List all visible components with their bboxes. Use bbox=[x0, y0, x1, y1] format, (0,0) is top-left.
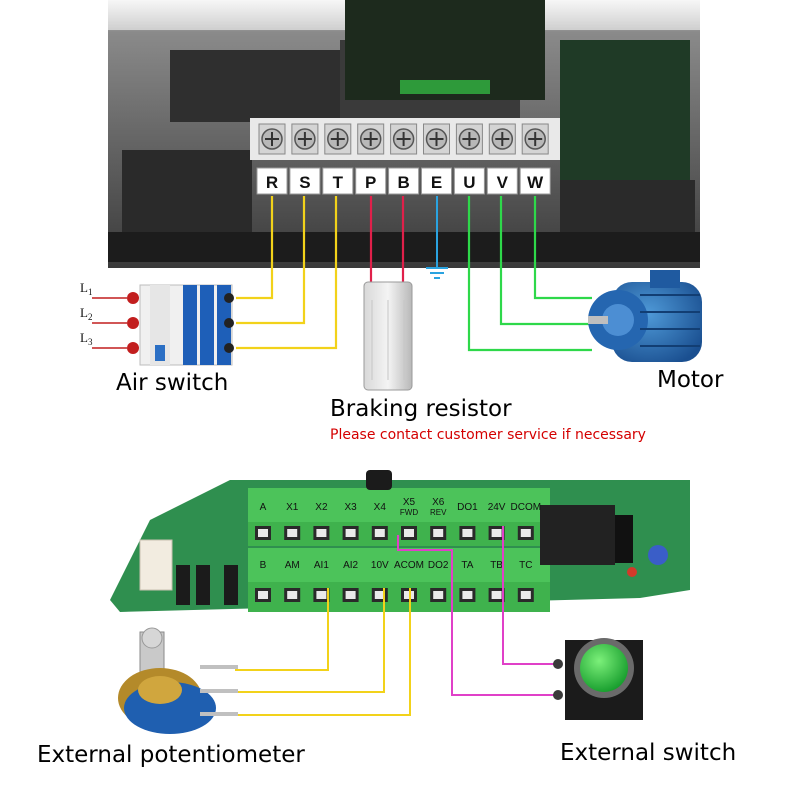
power-label-box-r bbox=[256, 167, 288, 195]
power-label-box-t bbox=[322, 167, 354, 195]
control-top-screw-do1 bbox=[459, 526, 476, 540]
control-top-label-x6: X6 bbox=[432, 497, 445, 508]
control-top-screw-x5 bbox=[401, 526, 417, 540]
motor-label: Motor bbox=[657, 367, 724, 393]
control-top-screw-a bbox=[255, 526, 271, 540]
control-bottom-label-ta: TA bbox=[461, 560, 473, 571]
control-bottom-label-10v: 10V bbox=[371, 560, 389, 571]
control-bottom-label-acom: ACOM bbox=[394, 560, 424, 571]
supply-line-l3: L3 bbox=[80, 330, 93, 347]
control-bottom-screw-tc bbox=[517, 588, 534, 602]
power-label-box-p bbox=[355, 167, 387, 195]
control-bottom-label-tb: TB bbox=[490, 560, 503, 571]
power-label-box-u bbox=[453, 167, 485, 195]
control-bottom-screw-10v bbox=[371, 588, 388, 602]
power-terminal-v: V bbox=[497, 173, 509, 192]
potentiometer-wires bbox=[235, 588, 411, 716]
control-top-label-dcom: DCOM bbox=[511, 502, 542, 513]
external-switch-device bbox=[553, 638, 643, 720]
control-top-label-x1: X1 bbox=[286, 502, 299, 513]
switch-wires bbox=[397, 526, 555, 696]
power-screw-e bbox=[423, 123, 450, 155]
control-top-screw-x2 bbox=[313, 526, 330, 540]
control-bottom-screw-b bbox=[255, 588, 271, 602]
control-bottom-screw-ta bbox=[459, 588, 476, 602]
control-bottom-screws bbox=[255, 588, 534, 602]
power-screw-p bbox=[357, 123, 385, 155]
power-screw-r bbox=[258, 123, 286, 155]
control-top-label-x3: X3 bbox=[344, 502, 357, 513]
control-bottom-labels: B AM AI1 AI2 10V ACOM DO2 TA TB TC bbox=[260, 560, 533, 571]
ground-wire bbox=[426, 196, 448, 279]
control-bottom-screw-do2 bbox=[430, 588, 447, 602]
potentiometer-device bbox=[118, 627, 238, 734]
control-bottom-label-ai2: AI2 bbox=[343, 560, 358, 571]
power-terminal-u: U bbox=[463, 173, 475, 192]
power-terminal-t: T bbox=[333, 173, 344, 192]
inverter-housing bbox=[108, 0, 700, 268]
control-top-screw-x4 bbox=[371, 526, 388, 540]
air-switch-device bbox=[92, 284, 234, 366]
control-top-label-x5: X5 bbox=[403, 497, 416, 508]
power-screw-b bbox=[390, 123, 418, 155]
air-switch-label: Air switch bbox=[116, 370, 229, 396]
supply-line-l2: L2 bbox=[80, 305, 92, 322]
power-terminal-e: E bbox=[431, 173, 442, 192]
control-bottom-label-am: AM bbox=[285, 560, 300, 571]
control-top-screw-x3 bbox=[342, 526, 359, 540]
control-bottom-label-b: B bbox=[260, 560, 267, 571]
power-label-box-s bbox=[289, 167, 321, 195]
power-label-box-e bbox=[421, 167, 452, 195]
control-bottom-screw-am bbox=[284, 588, 301, 602]
power-screw-t bbox=[324, 123, 352, 155]
power-terminal-r: R bbox=[266, 173, 278, 192]
control-top-label-a: A bbox=[260, 502, 267, 513]
braking-resistor-label: Braking resistor bbox=[330, 396, 512, 422]
supply-line-labels: L1 L2 L3 bbox=[80, 280, 93, 347]
control-bottom-label-ai1: AI1 bbox=[314, 560, 329, 571]
power-screw-u bbox=[455, 123, 483, 155]
control-bottom-screw-tb bbox=[488, 588, 505, 602]
control-top-label-x4: X4 bbox=[374, 502, 387, 513]
control-top-screw-dcom bbox=[517, 526, 534, 540]
power-screw-s bbox=[291, 123, 319, 155]
power-label-box-w bbox=[519, 167, 551, 195]
power-label-box-b bbox=[388, 167, 420, 195]
control-top-screw-x1 bbox=[284, 526, 301, 540]
power-screw-w bbox=[521, 123, 549, 155]
control-top-screw-x6 bbox=[430, 526, 447, 540]
power-terminal-s: S bbox=[299, 173, 310, 192]
power-terminal-b: B bbox=[397, 173, 409, 192]
control-bottom-label-do2: DO2 bbox=[428, 560, 449, 571]
control-bottom-screw-ai1 bbox=[313, 588, 330, 602]
control-top-label-do1: DO1 bbox=[457, 502, 478, 513]
control-top-label-24v: 24V bbox=[488, 502, 506, 513]
control-top-screws bbox=[255, 526, 534, 540]
control-board bbox=[110, 470, 690, 612]
supply-line-l1: L1 bbox=[80, 280, 92, 297]
potentiometer-label: External potentiometer bbox=[37, 742, 305, 768]
control-top-label-x2: X2 bbox=[315, 502, 328, 513]
control-bottom-label-tc: TC bbox=[519, 560, 532, 571]
power-terminal-p: P bbox=[365, 173, 376, 192]
control-bottom-screw-ai2 bbox=[342, 588, 359, 602]
motor-wires bbox=[467, 196, 592, 352]
control-top-sublabel-x6: REV bbox=[430, 508, 447, 517]
power-screw-v bbox=[488, 123, 516, 155]
external-switch-label: External switch bbox=[560, 740, 737, 766]
supply-wires bbox=[236, 196, 338, 350]
power-terminal-w: W bbox=[527, 173, 544, 192]
braking-resistor-device bbox=[363, 281, 413, 391]
motor-device bbox=[588, 270, 702, 362]
control-top-sublabel-x5: FWD bbox=[400, 508, 418, 517]
power-label-box-v bbox=[486, 167, 518, 195]
power-terminal-screws bbox=[258, 123, 549, 155]
contact-note: Please contact customer service if neces… bbox=[330, 427, 646, 443]
control-top-screw-24v bbox=[488, 526, 505, 540]
